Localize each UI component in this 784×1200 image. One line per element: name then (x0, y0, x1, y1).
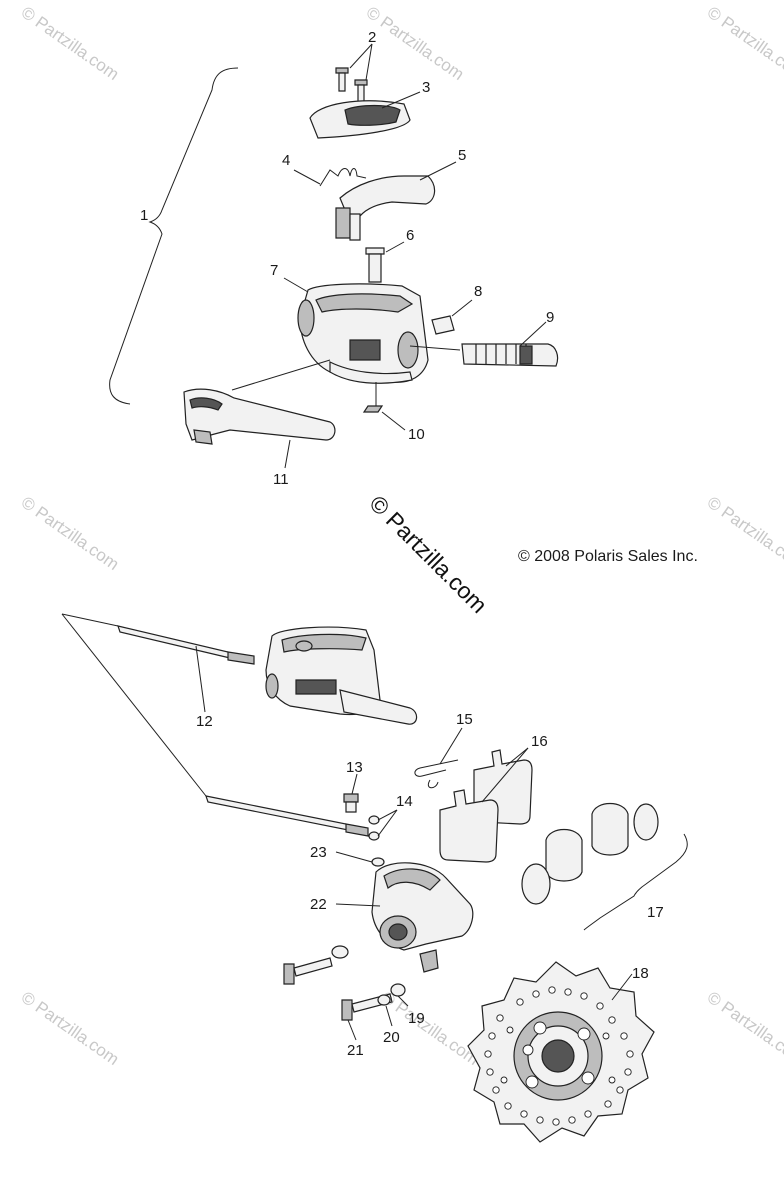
callout-1: 1 (140, 207, 148, 224)
screw-part (335, 67, 368, 104)
upper-callouts: 2 3 4 5 6 7 8 9 10 11 1 (140, 29, 554, 488)
callout-22: 22 (310, 896, 327, 913)
pistons-bracket (583, 833, 688, 931)
master-cylinder-part (265, 626, 418, 725)
callout-7: 7 (270, 262, 278, 279)
rotor-holes (484, 986, 634, 1126)
callout-11: 11 (273, 471, 289, 488)
lower-callouts: 12 13 14 15 16 17 18 19 20 21 22 23 (195, 645, 664, 1059)
callout-23: 23 (310, 844, 327, 861)
spring-part (319, 168, 367, 187)
pad-clip-part (414, 759, 459, 789)
washer-part (368, 815, 380, 841)
callout-17: 17 (647, 904, 664, 921)
housing-part (297, 283, 429, 384)
watermark-mid-right: © Partzilla.com (704, 493, 784, 574)
brake-rotor-part (467, 961, 655, 1143)
banjo-bolt-part (343, 793, 359, 813)
callout-19: 19 (408, 1010, 425, 1027)
watermark-mid-left: © Partzilla.com (18, 493, 123, 574)
callout-12: 12 (196, 713, 213, 730)
brake-pads-part (439, 749, 533, 863)
watermark-top-left: © Partzilla.com (18, 3, 123, 84)
copyright-text: © 2008 Polaris Sales Inc. (518, 548, 698, 565)
brake-lever-part (183, 388, 336, 445)
callout-15: 15 (456, 711, 473, 728)
watermark-top-center: © Partzilla.com (363, 3, 468, 84)
pistons-seals-part (521, 802, 659, 905)
callout-9: 9 (546, 309, 554, 326)
small-screw-part (362, 405, 384, 413)
callout-20: 20 (383, 1029, 400, 1046)
watermark-bottom-left: © Partzilla.com (18, 988, 123, 1069)
caliper-part (371, 857, 474, 973)
callout-21: 21 (347, 1042, 364, 1059)
callout-14: 14 (396, 793, 413, 810)
switch-part (431, 315, 455, 335)
callout-10: 10 (408, 426, 425, 443)
throttle-lever-part (335, 175, 436, 241)
callout-6: 6 (406, 227, 414, 244)
watermark-top-right: © Partzilla.com (704, 3, 784, 84)
callout-8: 8 (474, 283, 482, 300)
callout-4: 4 (282, 152, 290, 169)
callout-5: 5 (458, 147, 466, 164)
callout-2: 2 (368, 29, 376, 46)
grip-part (461, 343, 559, 367)
callout-18: 18 (632, 965, 649, 982)
center-watermark: © Partzilla.com (364, 490, 492, 618)
reservoir-cover-part (309, 100, 411, 139)
mount-bolt-part (283, 945, 393, 1021)
washer-20-part (377, 994, 391, 1006)
washer-19-part (390, 983, 406, 997)
callout-3: 3 (422, 79, 430, 96)
pivot-pin-part (365, 247, 385, 283)
callout-13: 13 (346, 759, 363, 776)
watermark-bottom-right: © Partzilla.com (704, 988, 784, 1069)
brake-hose-part (61, 613, 369, 837)
assembly-bracket (109, 67, 239, 405)
callout-16: 16 (531, 733, 548, 750)
